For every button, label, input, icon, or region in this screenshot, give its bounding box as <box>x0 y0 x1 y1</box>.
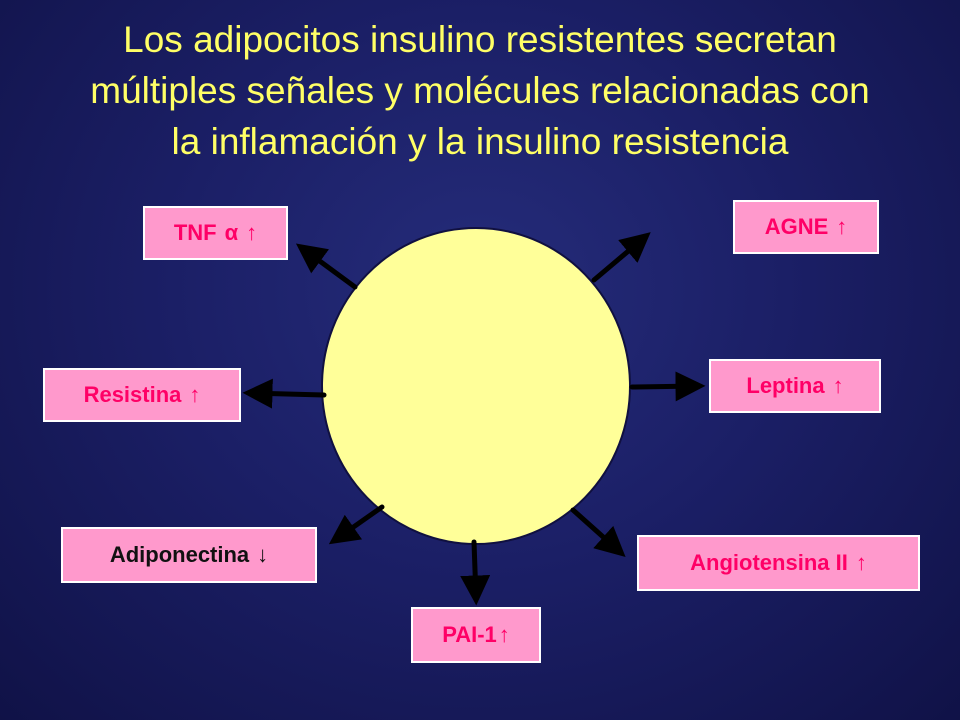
slide-title: Los adipocitos insulino resistentes secr… <box>10 14 950 167</box>
node-tnf: TNF α ↑ <box>143 206 288 260</box>
alpha-symbol: α <box>224 220 239 245</box>
node-agne: AGNE ↑ <box>733 200 879 254</box>
node-resistina: Resistina ↑ <box>43 368 241 422</box>
node-adiponectina: Adiponectina ↓ <box>61 527 317 583</box>
adipocyte-circle <box>321 227 631 545</box>
node-agne-label: AGNE <box>764 214 829 239</box>
up-arrow-icon: ↑ <box>246 220 258 245</box>
node-tnf-label: TNF <box>173 220 217 245</box>
title-line-3: la inflamación y la insulino resistencia <box>171 121 789 162</box>
node-pai1-label: PAI-1 <box>442 622 497 647</box>
arrow-resistina <box>242 378 327 409</box>
arrow-adiponectina <box>328 504 385 545</box>
node-pai1: PAI-1 ↑ <box>411 607 541 663</box>
title-line-1: Los adipocitos insulino resistentes secr… <box>123 19 837 60</box>
arrow-agne <box>591 232 651 283</box>
arrows <box>242 232 706 606</box>
node-adiponectina-label: Adiponectina <box>109 542 250 567</box>
title-line-2: múltiples señales y molécules relacionad… <box>90 70 870 111</box>
arrow-angiotensina <box>570 507 626 557</box>
node-resistina-label: Resistina <box>83 382 182 407</box>
arrow-pai1 <box>460 539 491 606</box>
node-leptina-label: Leptina <box>746 373 825 398</box>
node-leptina: Leptina ↑ <box>709 359 881 413</box>
down-arrow-icon: ↓ <box>257 542 269 567</box>
up-arrow-icon: ↑ <box>832 373 844 398</box>
arrow-tnf <box>295 243 358 290</box>
arrow-leptina <box>629 371 706 402</box>
up-arrow-icon: ↑ <box>189 382 201 407</box>
up-arrow-icon: ↑ <box>836 214 848 239</box>
up-arrow-icon: ↑ <box>855 550 867 575</box>
node-angiotensina-label: Angiotensina II <box>690 550 848 575</box>
node-angiotensina: Angiotensina II ↑ <box>637 535 920 591</box>
up-arrow-icon: ↑ <box>498 622 510 647</box>
